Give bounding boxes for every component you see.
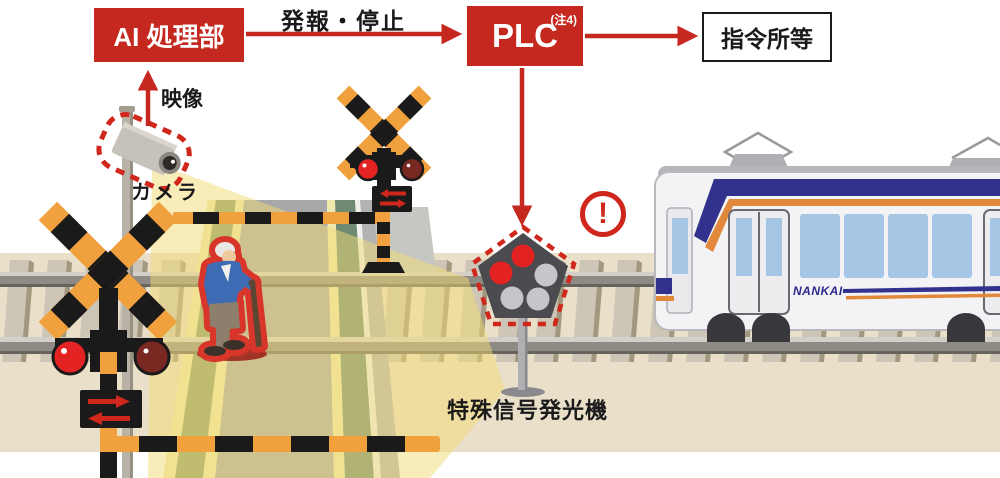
signal-lamp-unlit (526, 287, 550, 311)
pedestrian (197, 242, 267, 361)
train-wheel (947, 313, 985, 342)
crossing-light-lit (51, 338, 89, 376)
video-label: 映像 (161, 88, 203, 111)
plc-label: PLC (492, 17, 558, 54)
train (654, 131, 1000, 342)
signal-lamp-lit (489, 261, 513, 285)
crossing-light-unlit (133, 338, 171, 376)
detection-outline (469, 224, 577, 327)
far-crossing-signal (336, 85, 432, 273)
alert-stop-label: 発報・停止 (281, 8, 406, 34)
track-rail-near (0, 337, 1000, 354)
train-wheel (752, 313, 790, 342)
signal-lamp-unlit (534, 263, 558, 287)
train-wheel (707, 313, 745, 342)
direction-indicator-box (80, 390, 142, 428)
near-crossing-gate (115, 436, 440, 452)
signal-lamp-lit (511, 244, 535, 268)
flow-arrows (137, 23, 699, 227)
camera-label: カメラ (131, 182, 200, 204)
crossing-light-lit (355, 156, 381, 182)
plc-box: PLC (注4) (467, 6, 583, 66)
command-center-box: 指令所等 (702, 12, 832, 62)
alert-icon: ! (580, 191, 626, 237)
direction-indicator-box (372, 186, 412, 212)
crossing-light-unlit (399, 156, 425, 182)
plc-footnote: (注4) (550, 13, 577, 27)
camera-icon (96, 112, 192, 192)
ai-processing-box: AI 処理部 (94, 8, 244, 62)
pantograph-icon (951, 136, 1000, 160)
signal-lamp-unlit (500, 286, 524, 310)
train-brand-logo: NANKAI (793, 284, 843, 298)
detection-outline (96, 112, 192, 192)
special-signal-light (469, 224, 577, 397)
special-signal-label: 特殊信号発光機 (447, 398, 609, 423)
far-crossing-gate (173, 212, 378, 224)
near-crossing-signal (38, 201, 178, 478)
